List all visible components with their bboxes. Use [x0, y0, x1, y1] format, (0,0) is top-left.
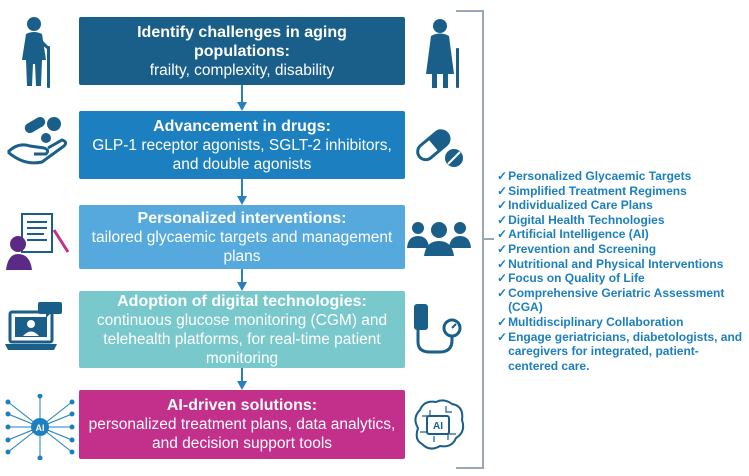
flow-arrow: [237, 368, 247, 390]
step-advancement-drugs: Advancement in drugs: GLP-1 receptor ago…: [79, 111, 405, 179]
telehealth-laptop-icon: [5, 302, 62, 350]
step-title: Identify challenges in aging populations…: [137, 23, 347, 60]
checklist-item: ✓Simplified Treatment Regimens: [497, 183, 687, 198]
step-ai-solutions: AI-driven solutions: personalized treatm…: [79, 390, 405, 459]
ai-label: AI: [36, 423, 45, 433]
checklist-item: ✓Nutritional and Physical Interventions: [497, 256, 724, 271]
checklist-item: ✓Artificial Intelligence (AI): [497, 227, 649, 242]
ai-brain-icon: AI: [414, 399, 465, 450]
checklist-item: ✓Digital Health Technologies: [497, 212, 665, 227]
checklist-item: ✓Engage geriatricians, diabetologists, a…: [497, 329, 743, 373]
step-description: tailored glycaemic targets and managemen…: [91, 228, 393, 265]
elderly-woman-icon: [426, 19, 459, 88]
ai-label: AI: [433, 421, 443, 432]
checklist-item: ✓Comprehensive Geriatric Assessment (CGA…: [497, 285, 725, 315]
step-personalized-interventions: Personalized interventions: tailored gly…: [79, 205, 405, 269]
flow-arrow: [237, 85, 247, 111]
bracket: [456, 10, 484, 469]
step-title: Personalized interventions:: [137, 209, 347, 227]
group-icon: [407, 222, 471, 256]
checklist-item: ✓Individualized Care Plans: [497, 198, 653, 213]
checklist-item: ✓Focus on Quality of Life: [497, 271, 645, 286]
bracket-tick: [484, 238, 494, 240]
checklist-item: ✓Multidisciplinary Collaboration: [497, 314, 684, 329]
elderly-man-icon: [22, 17, 50, 88]
step-title: AI-driven solutions:: [166, 397, 318, 414]
step-identify-challenges: Identify challenges in aging populations…: [79, 17, 405, 85]
step-description: personalized treatment plans, data analy…: [88, 416, 396, 452]
pill-hand-icon: [6, 117, 68, 165]
doctor-clipboard-icon: [6, 213, 70, 270]
checklist-item: ✓Prevention and Screening: [497, 241, 657, 256]
step-description: continuous glucose monitoring (CGM) and …: [96, 311, 388, 367]
checklist: ✓Personalized Glycaemic Targets ✓Simplif…: [497, 169, 745, 373]
checklist-item: ✓Personalized Glycaemic Targets: [497, 169, 692, 183]
neural-network-icon: AI: [5, 394, 75, 460]
step-title: Adoption of digital technologies:: [117, 292, 367, 310]
glucose-monitor-icon: [414, 304, 462, 354]
flow-arrow: [237, 269, 247, 291]
step-description: GLP-1 receptor agonists, SGLT-2 inhibito…: [92, 136, 392, 173]
step-digital-technologies: Adoption of digital technologies: contin…: [79, 291, 405, 368]
step-title: Advancement in drugs:: [153, 117, 331, 135]
capsule-icon: [416, 129, 463, 167]
step-description: frailty, complexity, disability: [149, 61, 335, 79]
flow-arrow: [237, 179, 247, 205]
